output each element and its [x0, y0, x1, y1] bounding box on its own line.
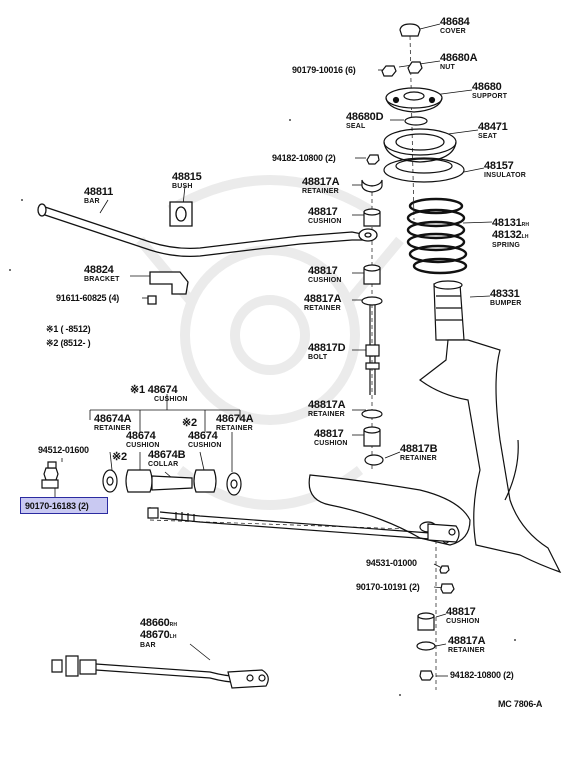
part-label-90179-10016: 90179-10016 (6)	[292, 65, 356, 75]
lower-bushings	[416, 565, 455, 681]
part-label-94182-10800-bottom: 94182-10800 (2)	[450, 670, 514, 680]
part-label-48660: 48660RH	[140, 617, 178, 629]
part-label-94182-10800-top: 94182-10800 (2)	[272, 153, 336, 163]
note-line-2: ※2 (8512- )	[46, 338, 91, 348]
strut-top-parts	[366, 23, 465, 183]
stabilizer-bar	[37, 201, 378, 305]
part-label-90170-16183: 90170-16183 (2)	[25, 501, 89, 511]
part-label-48131: 48131RH	[492, 217, 530, 229]
diagram-code: MC 7806-A	[498, 699, 543, 709]
highlighted-part-label[interactable]: 90170-16183 (2)	[20, 497, 108, 514]
part-label-91611-60825: 91611-60825 (4)	[56, 293, 120, 303]
strut-body	[419, 280, 562, 574]
strut-bar-bushings	[41, 461, 242, 496]
scan-specks	[9, 119, 516, 696]
part-label-94512-01600: 94512-01600	[38, 445, 89, 455]
strut-rod-bushings	[361, 179, 384, 466]
bottom-bar	[51, 655, 269, 689]
mark-2-left: ※2	[112, 451, 127, 463]
leader-lines	[54, 23, 493, 677]
mark-2-right: ※2	[182, 417, 197, 429]
note-line-1: ※1 ( -8512)	[46, 324, 91, 334]
part-label-90170-10191: 90170-10191 (2)	[356, 582, 420, 592]
coil-spring	[406, 197, 468, 275]
strut-rod	[147, 507, 460, 543]
part-label-94531-01000: 94531-01000	[366, 558, 417, 568]
